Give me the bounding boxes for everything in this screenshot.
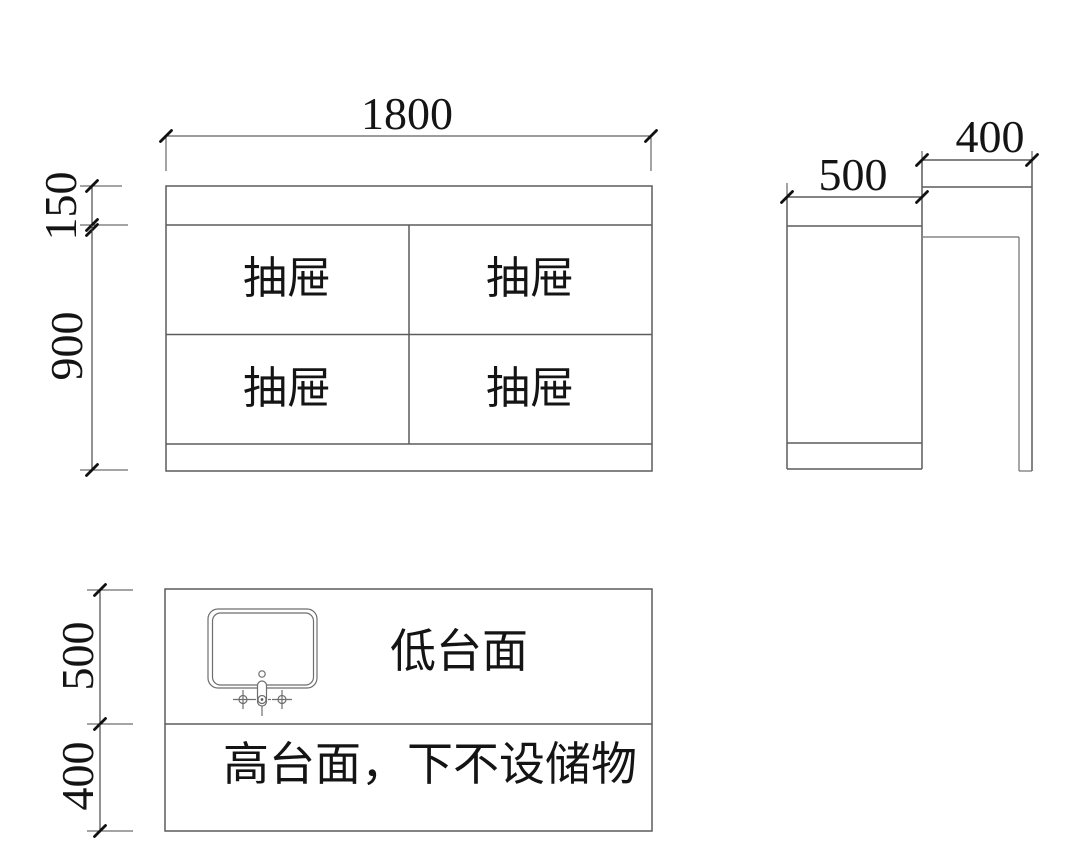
- left-handle-valve: [238, 694, 248, 705]
- plan-high-depth-dimension: 400: [52, 724, 133, 838]
- dimension-value-150: 150: [35, 172, 86, 241]
- dimension-value-500-plan: 500: [52, 622, 103, 691]
- dimension-value-400-side: 400: [956, 111, 1025, 162]
- dimension-tick: [93, 583, 107, 597]
- side-high-depth-dimension: 400: [915, 111, 1039, 167]
- faucet-center-dot: [260, 698, 264, 701]
- front-elevation-view: 抽屉 抽屉 抽屉 抽屉: [165, 185, 653, 472]
- plan-view: 低台面 高台面，下不设储物: [164, 588, 653, 832]
- sink-outer-rim: [207, 608, 318, 689]
- dimension-tick: [93, 824, 107, 838]
- side-low-depth-dimension: 500: [780, 149, 929, 204]
- plan-low-depth-dimension: 500: [52, 583, 133, 731]
- dimension-tick: [915, 153, 929, 167]
- drawer-label-bottom-left: 抽屉: [243, 364, 331, 413]
- drawer-label-top-right: 抽屉: [486, 254, 574, 303]
- sink-drain-hole: [258, 670, 266, 678]
- low-counter-label: 低台面: [390, 626, 528, 677]
- dimension-tick: [915, 190, 929, 204]
- dimension-value-500-side: 500: [819, 149, 888, 200]
- sink-inner-basin: [211, 612, 315, 686]
- front-width-dimension: 1800: [159, 88, 658, 171]
- front-top-rail-dimension: 150: [35, 172, 128, 241]
- drawer-label-top-left: 抽屉: [243, 254, 331, 303]
- dimension-tick: [1025, 153, 1039, 167]
- front-body-height-dimension: 900: [41, 225, 128, 477]
- dimension-value-1800: 1800: [361, 88, 453, 139]
- dimension-tick: [780, 190, 794, 204]
- side-elevation-view: [786, 159, 1033, 472]
- dimension-tick: [644, 129, 658, 143]
- dimension-tick: [159, 129, 173, 143]
- drawer-label-bottom-right: 抽屉: [486, 364, 574, 413]
- dimension-value-400-plan: 400: [52, 742, 103, 811]
- faucet-icon: [233, 680, 292, 716]
- dimension-tick: [85, 179, 99, 193]
- dimension-value-900: 900: [41, 312, 92, 381]
- front-cabinet-outline: [165, 185, 653, 472]
- plan-outline: [164, 588, 653, 832]
- right-handle-valve: [277, 694, 287, 705]
- high-counter-label: 高台面，下不设储物: [223, 739, 637, 790]
- sink-icon: [207, 608, 318, 716]
- dimension-tick: [85, 463, 99, 477]
